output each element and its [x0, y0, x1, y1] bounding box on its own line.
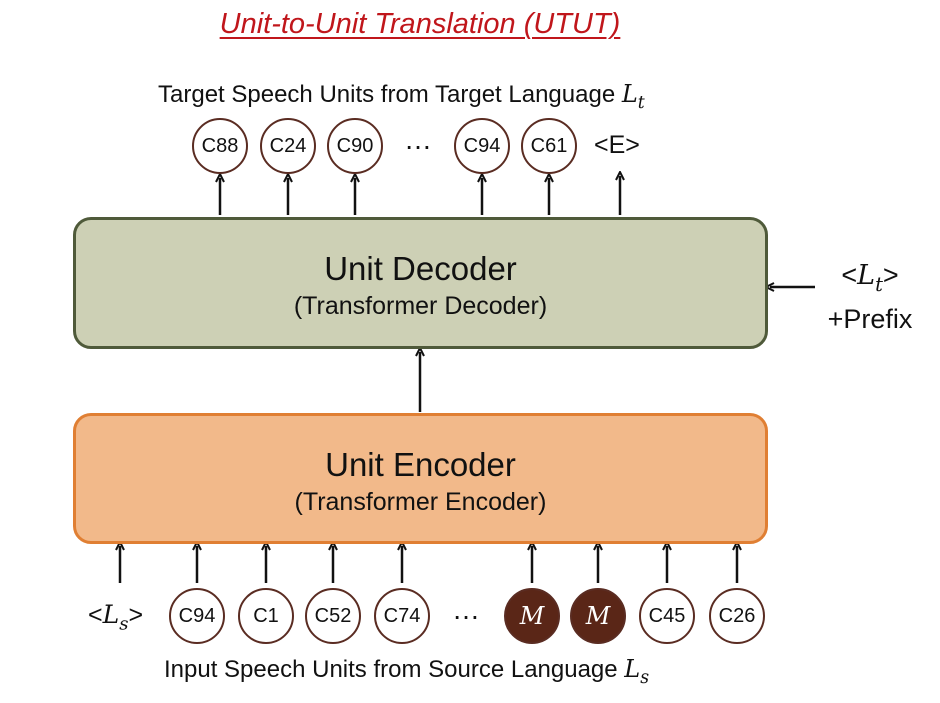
prefix-lang-tag: <Lt> — [841, 260, 899, 296]
prefix-text: +Prefix — [827, 303, 913, 334]
output-unit: C61 — [521, 118, 577, 174]
decoder-name: Unit Decoder — [324, 250, 517, 287]
masked-unit: M — [570, 588, 626, 644]
masked-unit: M — [504, 588, 560, 644]
unit-decoder-block: Unit Decoder (Transformer Decoder) — [73, 217, 768, 349]
input-unit: C1 — [238, 588, 294, 644]
prefix-label: <Lt> +Prefix — [820, 258, 920, 336]
input-unit: C74 — [374, 588, 430, 644]
decoder-detail: (Transformer Decoder) — [293, 292, 548, 320]
diagram-title: Unit-to-Unit Translation (UTUT) — [219, 8, 621, 40]
output-unit: C94 — [454, 118, 510, 174]
input-unit: C45 — [639, 588, 695, 644]
output-unit: C88 — [192, 118, 248, 174]
input-ellipsis: … — [452, 594, 480, 625]
input-unit: C94 — [169, 588, 225, 644]
input-unit: C52 — [305, 588, 361, 644]
output-unit: C90 — [327, 118, 383, 174]
output-unit: C24 — [260, 118, 316, 174]
input-unit: C26 — [709, 588, 765, 644]
input-lang-tag: <Ls> — [88, 600, 144, 635]
output-ellipsis: … — [404, 124, 432, 155]
unit-encoder-block: Unit Encoder (Transformer Encoder) — [73, 413, 768, 544]
end-token: <E> — [594, 131, 640, 159]
encoder-detail: (Transformer Encoder) — [294, 488, 547, 516]
source-caption: Input Speech Units from Source Language … — [164, 655, 650, 689]
encoder-name: Unit Encoder — [325, 446, 516, 483]
target-caption: Target Speech Units from Target Language… — [158, 80, 645, 114]
